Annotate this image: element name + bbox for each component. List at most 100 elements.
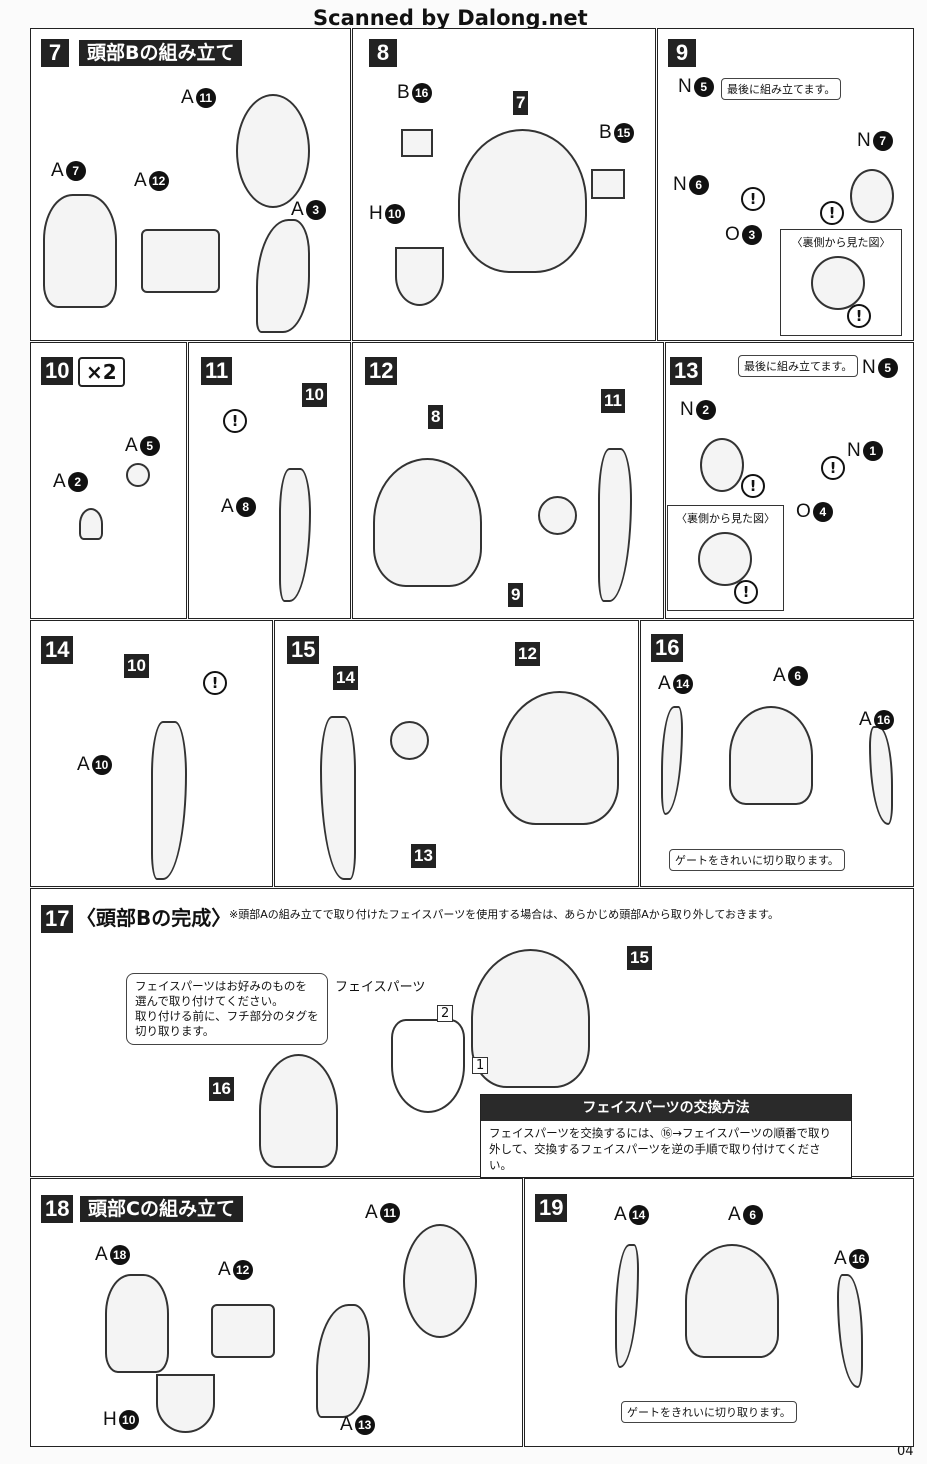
back-view-box: 〈裏側から見た図〉 ! (780, 229, 902, 336)
step-number: 8 (369, 39, 397, 67)
side-part (316, 1304, 370, 1418)
caution-icon: ! (741, 474, 765, 498)
step-title: 〈頭部Bの完成〉 (76, 906, 232, 930)
step-number: 10 (41, 357, 74, 385)
back-view-label: 〈裏側から見た図〉 (791, 236, 891, 249)
small-part (401, 129, 433, 157)
caution-icon: ! (734, 580, 758, 604)
head-frame-part (211, 1304, 275, 1358)
note-assemble-last: 最後に組み立てます。 (721, 78, 842, 100)
step-number: 9 (668, 39, 696, 67)
note-assemble-last: 最後に組み立てます。 (738, 355, 859, 377)
head-assembly (373, 458, 482, 587)
callout-step: 10 (302, 383, 327, 407)
step-number: 17 (41, 905, 74, 933)
face-parts-note: フェイスパーツはお好みのものを 選んで取り付けてください。 取り付ける前に、フチ… (126, 973, 328, 1045)
callout-step: 15 (627, 946, 652, 970)
ponytail-part (598, 448, 632, 602)
step-number: 12 (365, 357, 398, 385)
head-frame-part (141, 229, 220, 293)
gate-note: ゲートをきれいに切り取ります。 (669, 849, 845, 871)
callout-step: 11 (601, 389, 625, 413)
step-title: 頭部Bの組み立て (79, 40, 243, 66)
step-number: 13 (670, 357, 703, 385)
note-line: 選んで取り付けてください。 (135, 994, 284, 1008)
step-title: 頭部Cの組み立て (80, 1196, 243, 1222)
caution-icon: ! (847, 304, 871, 328)
face-parts-label: フェイスパーツ (335, 980, 426, 995)
caution-icon: ! (203, 671, 227, 695)
exchange-title: フェイスパーツの交換方法 (481, 1095, 851, 1121)
caution-icon: ! (820, 201, 844, 225)
exchange-text: フェイスパーツを交換するには、⑯→フェイスパーツの順番で取り 外して、交換するフ… (481, 1121, 851, 1177)
step-number: 18 (41, 1195, 74, 1223)
exchange-line: フェイスパーツを交換するには、⑯→フェイスパーツの順番で取り (489, 1126, 831, 1140)
bangs-part (729, 706, 813, 805)
note-line: フェイスパーツはお好みのものを (135, 979, 307, 993)
gate-note: ゲートをきれいに切り取ります。 (621, 1401, 797, 1423)
exchange-line: 外して、交換するフェイスパーツを逆の手順で取り付けてください。 (489, 1142, 821, 1172)
head-assembly (471, 949, 590, 1088)
callout-step: 13 (411, 844, 436, 868)
face-shell-part (403, 1224, 477, 1338)
face-part (391, 1019, 465, 1113)
step-number: 7 (41, 39, 69, 67)
callout-step: 10 (124, 654, 149, 678)
step-15-panel: 15 14 12 13 (274, 620, 639, 887)
callout-step: 8 (428, 405, 444, 429)
callout-step: 7 (513, 91, 529, 115)
caution-icon: ! (821, 456, 845, 480)
eye-part (700, 438, 744, 492)
step-number: 19 (535, 1194, 568, 1222)
caution-text: ※頭部Aの組み立てで取り付けたフェイスパーツを使用する場合は、あらかじめ頭部Aか… (229, 908, 779, 921)
step-17-panel: 17 〈頭部Bの完成〉 ※頭部Aの組み立てで取り付けたフェイスパーツを使用する場… (30, 888, 914, 1178)
note-line: 切り取ります。 (135, 1024, 215, 1038)
exchange-box: フェイスパーツの交換方法 フェイスパーツを交換するには、⑯→フェイスパーツの順番… (480, 1094, 852, 1178)
page-number: 04 (897, 1444, 914, 1459)
joint-part (126, 463, 150, 487)
side-hair-part (661, 706, 683, 815)
back-view-label: 〈裏側から見た図〉 (676, 512, 775, 525)
side-hair-part (837, 1274, 863, 1388)
ponytail-part (279, 468, 311, 602)
eye-assembly (538, 496, 577, 535)
callout-step: 16 (209, 1077, 234, 1101)
step-number: 14 (41, 636, 74, 664)
side-hair-part (869, 726, 893, 825)
callout-step: 9 (508, 583, 524, 607)
order-marker: 1 (472, 1057, 489, 1074)
head-assembly (500, 691, 619, 825)
eye-part (850, 169, 894, 223)
bottom-part (395, 247, 444, 306)
eye-back-part (811, 256, 865, 310)
small-part (591, 169, 625, 199)
ball-joint-part (79, 508, 103, 540)
caution-icon: ! (741, 187, 765, 211)
head-assembly (458, 129, 587, 273)
